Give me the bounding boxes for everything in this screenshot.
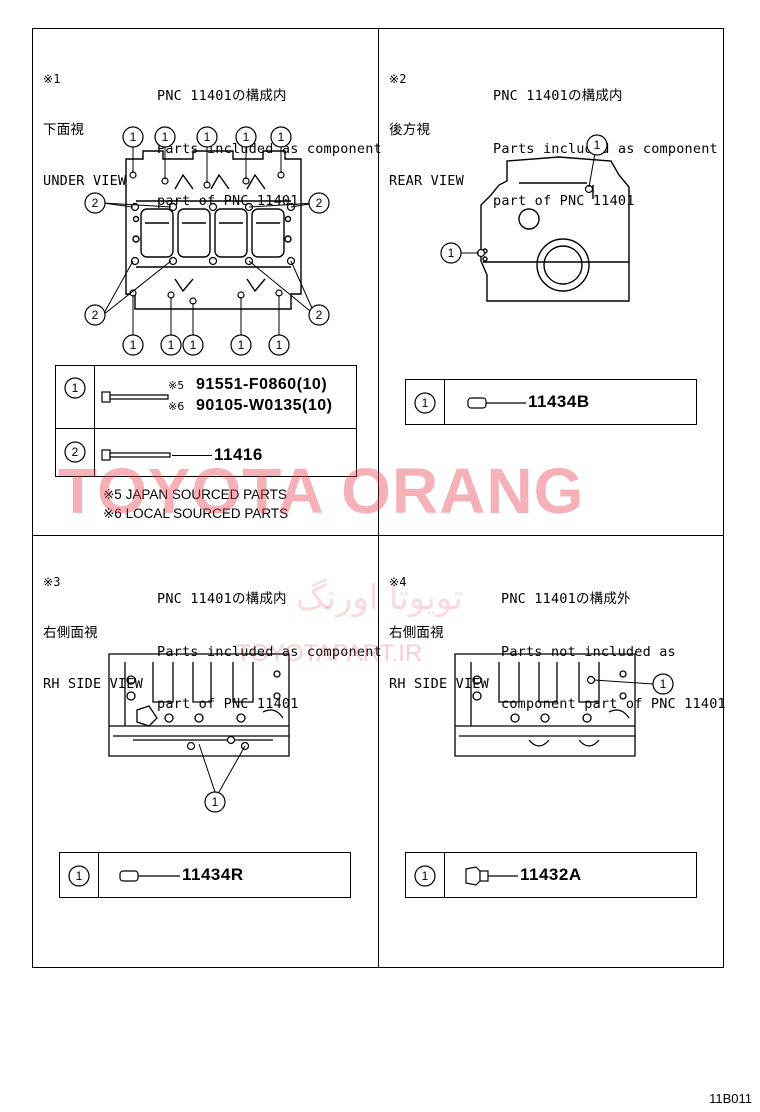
engine-block-rear-view: 1 1 <box>440 134 630 302</box>
engine-block-under-view: 1 1 1 1 1 1 1 1 1 1 2 2 2 2 <box>84 126 330 356</box>
section-title-jp: 右側面視 <box>389 625 444 641</box>
part-ref: ※5 <box>168 379 185 392</box>
desc-jp: PNC 11401の構成外 <box>501 591 631 607</box>
section-title-en: REAR VIEW <box>389 173 464 189</box>
callout-1: 1 <box>278 130 285 144</box>
horizontal-divider <box>33 535 723 536</box>
part-number-90105: 90105-W0135(10) <box>196 397 333 414</box>
section-rh-side-view-included: ※3 右側面視 RH SIDE VIEW PNC 11401の構成内 Parts… <box>33 536 382 968</box>
callout-1: 1 <box>190 338 197 352</box>
section-header: ※1 下面視 UNDER VIEW <box>43 37 126 224</box>
row-graphics: 1 <box>414 392 526 414</box>
callout-1: 1 <box>594 138 601 152</box>
engine-block-rh-side: 1 <box>454 653 674 757</box>
section-description: PNC 11401の構成内 Parts included as componen… <box>157 556 382 749</box>
section-ref: ※4 <box>389 575 407 589</box>
row-graphics: 1 <box>68 865 180 887</box>
watermark-arabic: تویوتا اورنگ <box>296 578 463 618</box>
parts-table: 1 11434R <box>59 852 351 898</box>
row-graphics: 1 <box>414 865 518 887</box>
callout-2: 2 <box>316 308 323 322</box>
callout-1: 1 <box>212 795 219 809</box>
callout-1: 1 <box>276 338 283 352</box>
part-ref: ※6 <box>168 400 185 413</box>
callout-2: 2 <box>92 196 99 210</box>
row-key-1: 1 <box>72 381 79 395</box>
part-number-11434b: 11434B <box>528 392 590 411</box>
callout-2: 2 <box>92 308 99 322</box>
row-key-1: 1 <box>422 869 429 883</box>
callout-2: 2 <box>316 196 323 210</box>
watermark-brand: TOYOTA ORANG <box>58 455 585 527</box>
desc-jp: PNC 11401の構成内 <box>493 88 623 104</box>
parts-table: 1 11434B <box>405 379 697 425</box>
desc-en-line1: Parts not included as <box>501 643 676 660</box>
diagram-code: 11B011 <box>709 1091 752 1106</box>
section-header: ※2 後方視 REAR VIEW <box>389 37 464 224</box>
section-ref: ※3 <box>43 575 61 589</box>
callout-1: 1 <box>448 246 455 260</box>
desc-en-line2: component part of PNC 11401 <box>501 696 726 712</box>
watermark-url: TOYOTAPART.IR <box>236 640 423 667</box>
part-number-11434r: 11434R <box>182 865 244 884</box>
section-rh-side-view-excluded: ※4 右側面視 RH SIDE VIEW PNC 11401の構成外 Parts… <box>379 536 726 968</box>
diagram-sheet: ※1 下面視 UNDER VIEW PNC 11401の構成内 Parts in… <box>32 28 726 968</box>
desc-jp: PNC 11401の構成内 <box>157 591 287 607</box>
callout-1: 1 <box>130 338 137 352</box>
callout-1: 1 <box>168 338 175 352</box>
parts-table: 1 2 ※5 91551-F0860(10) ※6 90105-W0135(10… <box>55 365 357 477</box>
section-title-en: UNDER VIEW <box>43 173 127 189</box>
parts-table: 1 11432A <box>405 852 697 898</box>
row-key-1: 1 <box>422 396 429 410</box>
bolt-icons <box>101 391 171 461</box>
callout-1: 1 <box>130 130 137 144</box>
part-number-91551: 91551-F0860(10) <box>196 376 328 393</box>
callout-1: 1 <box>660 677 667 691</box>
vertical-divider <box>378 29 379 967</box>
desc-jp: PNC 11401の構成内 <box>157 88 287 104</box>
callout-1: 1 <box>162 130 169 144</box>
section-under-view: ※1 下面視 UNDER VIEW PNC 11401の構成内 Parts in… <box>33 29 382 535</box>
section-rear-view: ※2 後方視 REAR VIEW PNC 11401の構成内 Parts inc… <box>379 29 724 535</box>
desc-en-line2: part of PNC 11401 <box>493 193 635 209</box>
callout-1: 1 <box>243 130 250 144</box>
row-key-1: 1 <box>76 869 83 883</box>
callout-1: 1 <box>238 338 245 352</box>
section-description: PNC 11401の構成内 Parts included as componen… <box>493 53 718 246</box>
row-keys: 1 2 <box>64 377 86 463</box>
desc-en-line2: part of PNC 11401 <box>157 696 299 712</box>
section-header: ※3 右側面視 RH SIDE VIEW <box>43 540 143 727</box>
engine-block-rh-side: 1 <box>108 653 290 813</box>
section-description: PNC 11401の構成外 Parts not included as comp… <box>501 556 726 749</box>
section-title-jp: 後方視 <box>389 122 431 138</box>
section-ref: ※2 <box>389 72 407 86</box>
section-title-jp: 右側面視 <box>43 625 98 641</box>
part-number-11416: 11416 <box>214 445 263 464</box>
note-local-sourced: ※6 LOCAL SOURCED PARTS <box>103 506 289 521</box>
section-title-jp: 下面視 <box>43 122 85 138</box>
note-japan-sourced: ※5 JAPAN SOURCED PARTS <box>103 487 287 502</box>
section-ref: ※1 <box>43 72 61 86</box>
row-key-2: 2 <box>72 445 79 459</box>
part-number-11432a: 11432A <box>520 865 582 884</box>
callout-1: 1 <box>204 130 211 144</box>
desc-en-line1: Parts included as component <box>157 643 382 660</box>
